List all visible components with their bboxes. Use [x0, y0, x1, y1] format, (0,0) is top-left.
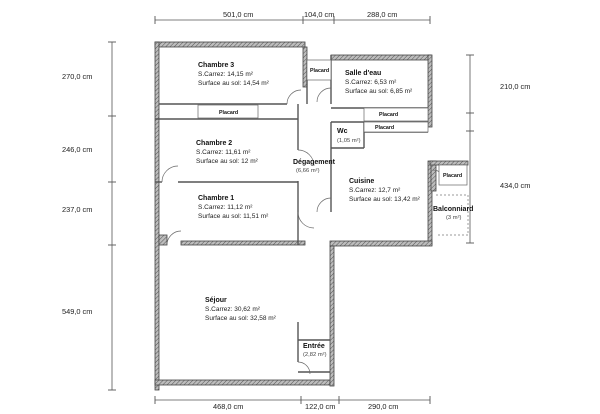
placard-label-3: Placard [379, 112, 398, 118]
room-chambre3-carrez: S.Carrez: 14,15 m² [198, 71, 254, 78]
room-chambre1-name: Chambre 1 [198, 195, 234, 202]
room-chambre2-sol: Surface au sol: 12 m² [196, 158, 259, 165]
room-wc-name: Wc [337, 128, 348, 135]
placard-boxes [197, 59, 469, 236]
room-cuisine-name: Cuisine [349, 178, 374, 185]
dimension-lines [108, 16, 474, 404]
dim-bottom-1: 468,0 cm [213, 402, 243, 411]
room-balconniard-area: (3 m²) [446, 215, 462, 221]
room-entree-area: (2,82 m²) [303, 352, 327, 358]
placard-label-4: Placard [375, 125, 394, 131]
room-chambre3-sol: Surface au sol: 14,54 m² [198, 80, 270, 87]
room-chambre1-sol: Surface au sol: 11,51 m² [198, 213, 269, 220]
dim-bottom-3: 290,0 cm [368, 402, 398, 411]
room-chambre3-name: Chambre 3 [198, 62, 234, 69]
interior-walls [155, 55, 428, 373]
room-salle-deau-name: Salle d'eau [345, 70, 381, 77]
dim-right-1: 210,0 cm [500, 82, 530, 91]
room-cuisine-sol: Surface au sol: 13,42 m² [349, 196, 421, 203]
dim-bottom-2: 122,0 cm [305, 402, 335, 411]
room-entree-name: Entrée [303, 343, 325, 350]
dim-top-2: 104,0 cm [304, 10, 334, 19]
room-chambre2-carrez: S.Carrez: 11,61 m² [196, 149, 251, 156]
placard-label-2: Placard [219, 110, 238, 116]
dim-top-1: 501,0 cm [223, 10, 253, 19]
placard-label-1: Placard [310, 68, 329, 74]
room-chambre2-name: Chambre 2 [196, 140, 232, 147]
room-sejour-sol: Surface au sol: 32,58 m² [205, 315, 277, 322]
room-cuisine-carrez: S.Carrez: 12,7 m² [349, 187, 401, 194]
dim-right-2: 434,0 cm [500, 181, 530, 190]
room-sejour-carrez: S.Carrez: 30,62 m² [205, 306, 261, 313]
room-sejour-name: Séjour [205, 297, 227, 304]
dim-left-4: 549,0 cm [62, 307, 92, 316]
room-salle-deau-sol: Surface au sol: 6,85 m² [345, 88, 413, 95]
placard-label-5: Placard [443, 173, 462, 179]
dim-top-3: 288,0 cm [367, 10, 397, 19]
room-salle-deau-carrez: S.Carrez: 6,53 m² [345, 79, 397, 86]
doors [161, 87, 446, 375]
dim-left-1: 270,0 cm [62, 72, 92, 81]
room-wc-area: (1,05 m²) [337, 138, 361, 144]
room-degagement-area: (6,66 m²) [296, 168, 320, 174]
room-chambre1-carrez: S.Carrez: 11,12 m² [198, 204, 253, 211]
dim-left-3: 237,0 cm [62, 205, 92, 214]
room-balconniard-name: Balconniard [433, 206, 473, 213]
room-degagement-name: Dégagement [293, 159, 336, 166]
outer-walls [154, 41, 469, 391]
dim-left-2: 246,0 cm [62, 145, 92, 154]
